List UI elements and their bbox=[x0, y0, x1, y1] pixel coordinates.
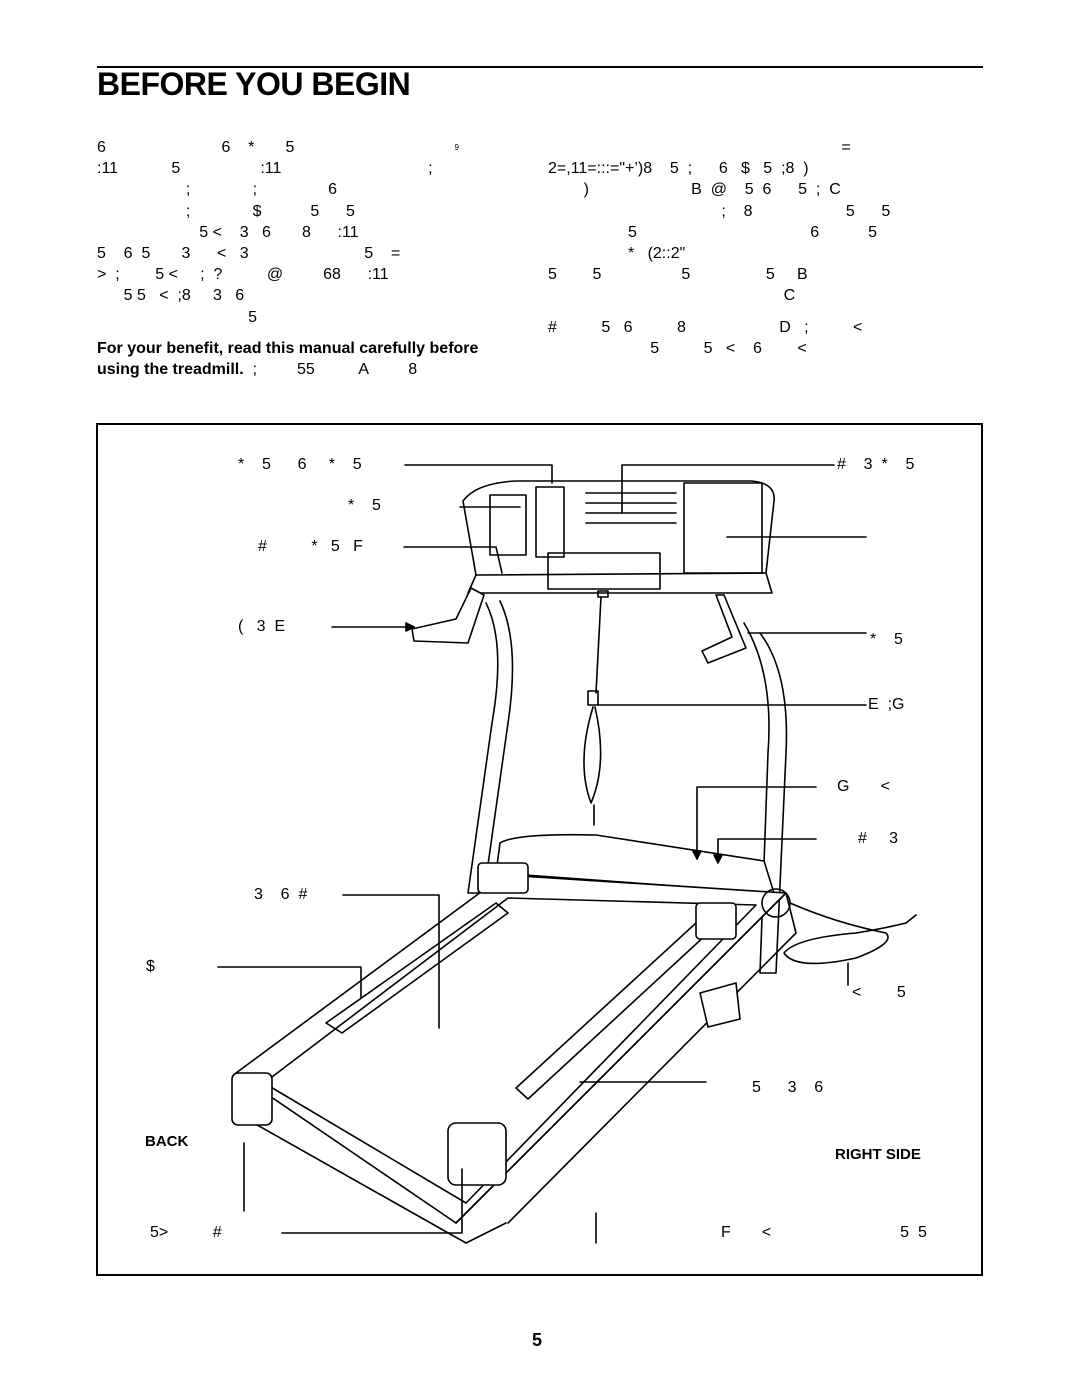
text-line: 5 bbox=[97, 308, 258, 326]
text-line: C bbox=[548, 287, 796, 305]
benefit-note-line-1: For your benefit, read this manual caref… bbox=[97, 339, 479, 357]
walking-belt-label: 3 6 # bbox=[254, 886, 308, 903]
text-line: * (2::2" bbox=[548, 244, 686, 262]
text-line: 5 < 3 6 8 :11 bbox=[97, 223, 359, 241]
text-line: ; ; 6 bbox=[97, 181, 338, 199]
key-label: * 5 bbox=[348, 497, 381, 514]
right-text-column: = 2=,11=:::="+’)8 5 ; 6 $ 5 ;8 ) ) B @ 5… bbox=[548, 137, 983, 359]
right-side-label: RIGHT SIDE bbox=[835, 1146, 921, 1163]
superscript-mark: 9 bbox=[454, 143, 459, 152]
motor-hood-label: G < bbox=[837, 778, 890, 795]
text-line: ; 8 5 5 bbox=[548, 202, 891, 220]
treadmill-figure-frame bbox=[96, 423, 983, 1276]
text-line: 5 5 < 6 < bbox=[548, 339, 807, 357]
text-line: > ; 5 < ; ? @ 68 :11 bbox=[97, 266, 389, 284]
text-line: 6 6 * 5 9 bbox=[97, 139, 459, 156]
safety-key-label: E ;G bbox=[868, 696, 905, 713]
console-label: * 5 6 * 5 bbox=[238, 456, 362, 473]
text-line: 5 5 < ;8 3 6 bbox=[97, 287, 245, 305]
idler-roller-label: 5> # bbox=[150, 1224, 222, 1241]
page-number: 5 bbox=[532, 1330, 543, 1350]
upright-label: * 5 bbox=[870, 631, 903, 648]
text-line: 5 6 5 bbox=[548, 223, 877, 241]
treadmill-illustration bbox=[217, 464, 917, 1244]
handrail-label: ( 3 E bbox=[238, 618, 286, 635]
page-title: BEFORE YOU BEGIN bbox=[97, 66, 411, 102]
text-line: 5 6 5 3 < 3 5 = bbox=[97, 244, 401, 262]
clip-label: # * 5 F bbox=[258, 538, 363, 555]
power-cord-label: < 5 bbox=[852, 984, 906, 1001]
text-line: 5 5 5 5 B bbox=[548, 266, 808, 284]
text-line: = bbox=[548, 139, 851, 156]
display-label: # 3 * 5 bbox=[837, 456, 915, 473]
text-line: 2=,11=:::="+’)8 5 ; 6 $ 5 ;8 ) bbox=[548, 160, 809, 178]
text-line: ; $ 5 5 bbox=[97, 202, 355, 220]
title-rule bbox=[97, 66, 983, 68]
benefit-note-line-2: using the treadmill. ; 55 A 8 bbox=[97, 360, 418, 378]
text-line: :11 5 :11 ; bbox=[97, 160, 433, 178]
text-line: # 5 6 8 D ; < bbox=[548, 318, 863, 336]
platform-label: 5 3 6 bbox=[752, 1079, 824, 1096]
left-text-column: 6 6 * 5 9 :11 5 :11 ; ; ; bbox=[97, 137, 527, 380]
switch-label: # 3 bbox=[858, 830, 899, 847]
text-line: ) B @ 5 6 5 ; C bbox=[548, 181, 841, 199]
foot-rail-label: $ bbox=[146, 958, 155, 975]
adjustment-bolt-label: F < 5 5 bbox=[721, 1224, 927, 1241]
back-label: BACK bbox=[145, 1133, 189, 1150]
